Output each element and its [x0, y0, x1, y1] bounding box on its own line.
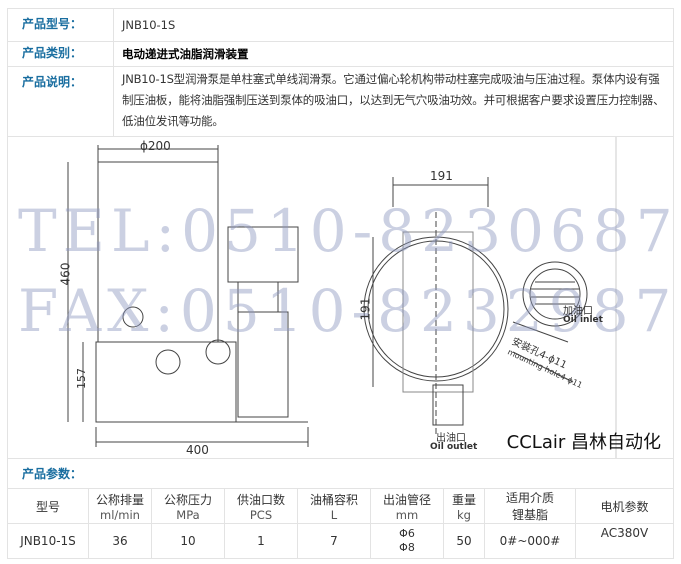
header-flow-unit: ml/min: [100, 507, 140, 522]
header-medium-sub: 锂基脂: [511, 508, 548, 522]
dim-diameter: ϕ200: [140, 139, 171, 153]
pump-drawing-svg: [67, 137, 617, 458]
header-outlets-label: 供油口数: [236, 492, 285, 507]
header-medium: 适用介质锂基脂: [484, 489, 576, 524]
pump-body: [95, 341, 237, 423]
params-title: 产品参数：: [8, 459, 673, 489]
header-flow-label: 公称排量: [95, 492, 144, 507]
dim-height: 460: [58, 262, 73, 286]
cell-model: JNB10-1S: [8, 523, 89, 558]
oil-outlet-en: Oil outlet: [430, 442, 478, 452]
cell-pressure: 10: [151, 523, 225, 558]
cell-motor: AC380V: [600, 526, 649, 540]
header-capacity-label: 油桶容积: [309, 492, 358, 507]
watermark-tel: TEL:0510-82306871: [18, 197, 681, 265]
dim-side-height: 191: [358, 297, 373, 321]
header-pipe-label: 出油管径: [382, 492, 431, 507]
header-weight-unit: kg: [457, 507, 471, 522]
header-outlets-unit: PCS: [249, 507, 273, 522]
product-detail: 产品型号： JNB10-1S 产品类别： 电动递进式油脂润滑装置 产品说明： J…: [7, 8, 681, 559]
header-model: 型号: [8, 489, 89, 524]
category-value: 电动递进式油脂润滑装置: [122, 47, 249, 61]
header-pressure-label: 公称压力: [163, 492, 212, 507]
header-medium-label: 适用介质: [505, 491, 554, 505]
cell-capacity: 7: [297, 523, 371, 558]
description-row: 产品说明： JNB10-1S型润滑泵是单柱塞式单线润滑泵。它通过偏心轮机构带动柱…: [8, 67, 673, 137]
model-row: 产品型号： JNB10-1S: [8, 9, 673, 42]
header-capacity-unit: L: [330, 507, 338, 522]
model-value: JNB10-1S: [122, 18, 176, 32]
category-label: 产品类别：: [8, 42, 114, 66]
description-label: 产品说明：: [8, 67, 114, 136]
product-drawing: TEL:0510-82306871 FAX:0510-82329871 ϕ200…: [8, 137, 681, 459]
dim-base: 157: [75, 368, 88, 389]
cell-flow: 36: [88, 523, 152, 558]
oil-outlet-cn: 出油口: [436, 433, 466, 444]
oil-inlet-en: Oil inlet: [563, 315, 603, 325]
dim-side-width: 191: [430, 169, 453, 183]
header-pipe-unit: mm: [395, 507, 419, 522]
category-row: 产品类别： 电动递进式油脂润滑装置: [8, 42, 673, 67]
logo-watermark: CCLair 昌林自动化: [506, 432, 661, 453]
side-view-circle: [363, 236, 509, 382]
cell-pipe-6: Φ6: [399, 526, 415, 540]
cell-pipe-8: Φ8: [399, 540, 415, 554]
cell-outlets: 1: [224, 523, 298, 558]
cell-medium: 0#~000#: [484, 523, 576, 558]
watermark-fax: FAX:0510-82329871: [18, 277, 681, 345]
header-pressure-unit: MPa: [176, 507, 200, 522]
header-weight-label: 重量: [451, 492, 476, 507]
cell-weight: 50: [443, 523, 485, 558]
dim-width: 400: [186, 443, 209, 457]
oil-inlet-cn: 加油口: [563, 306, 593, 317]
description-value: JNB10-1S型润滑泵是单柱塞式单线润滑泵。它通过偏心轮机构带动柱塞完成吸油与…: [122, 72, 665, 128]
header-motor: 电机参数: [600, 499, 649, 514]
model-label: 产品型号：: [8, 9, 114, 41]
